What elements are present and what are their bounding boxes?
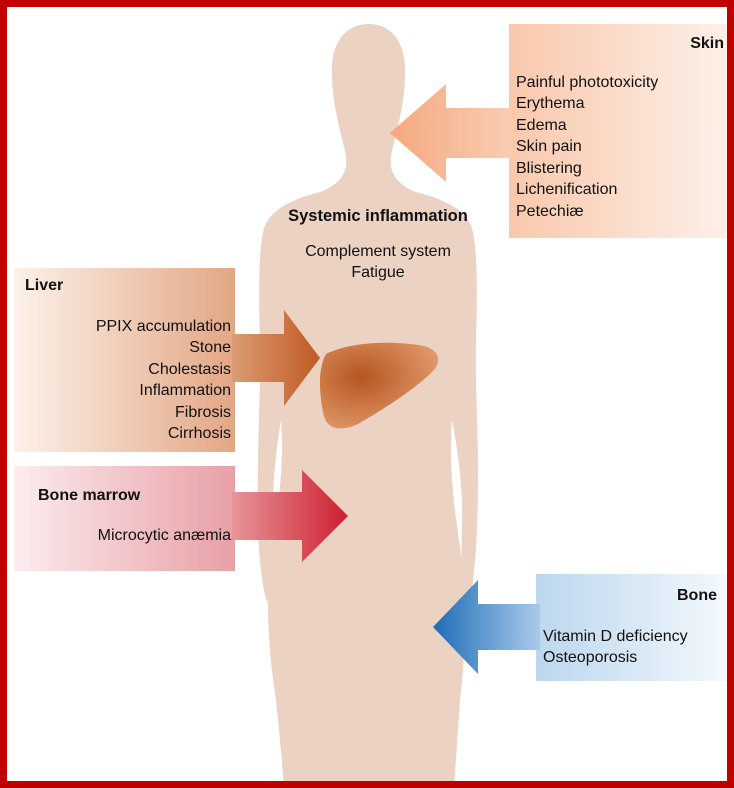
bone-marrow-panel: Bone marrow Microcytic anæmia	[38, 485, 231, 546]
bone-heading: Bone	[543, 585, 717, 607]
bone-panel: Bone Vitamin D deficiency Osteoporosis	[543, 585, 717, 669]
skin-item-erythema: Erythema	[516, 93, 724, 115]
bone-item-vitamin-d-deficiency: Vitamin D deficiency	[543, 626, 717, 648]
liver-item-cirrhosis: Cirrhosis	[25, 423, 231, 445]
skin-item-lichenification: Lichenification	[516, 179, 724, 201]
bone-marrow-heading: Bone marrow	[38, 485, 231, 507]
skin-heading: Skin	[516, 33, 724, 55]
liver-item-stone: Stone	[25, 337, 231, 359]
liver-item-fibrosis: Fibrosis	[25, 402, 231, 424]
liver-panel: Liver PPIX accumulation Stone Cholestasi…	[25, 275, 231, 445]
skin-item-petechiae: Petechiæ	[516, 201, 724, 223]
liver-heading: Liver	[25, 275, 231, 297]
center-item-complement-system: Complement system	[270, 241, 486, 262]
liver-item-inflammation: Inflammation	[25, 380, 231, 402]
skin-item-painful-phototoxicity: Painful phototoxicity	[516, 72, 724, 94]
skin-item-edema: Edema	[516, 115, 724, 137]
liver-item-ppix-accumulation: PPIX accumulation	[25, 316, 231, 338]
systemic-inflammation-title: Systemic inflammation	[270, 205, 486, 227]
systemic-inflammation-block: Systemic inflammation Complement system …	[270, 205, 486, 283]
bone-item-osteoporosis: Osteoporosis	[543, 647, 717, 669]
liver-item-cholestasis: Cholestasis	[25, 359, 231, 381]
skin-panel: Skin Painful phototoxicity Erythema Edem…	[516, 33, 724, 222]
bone-marrow-item-microcytic-anaemia: Microcytic anæmia	[38, 525, 231, 547]
center-item-fatigue: Fatigue	[270, 262, 486, 283]
skin-arrow	[390, 84, 512, 182]
skin-item-blistering: Blistering	[516, 158, 724, 180]
skin-item-skin-pain: Skin pain	[516, 136, 724, 158]
